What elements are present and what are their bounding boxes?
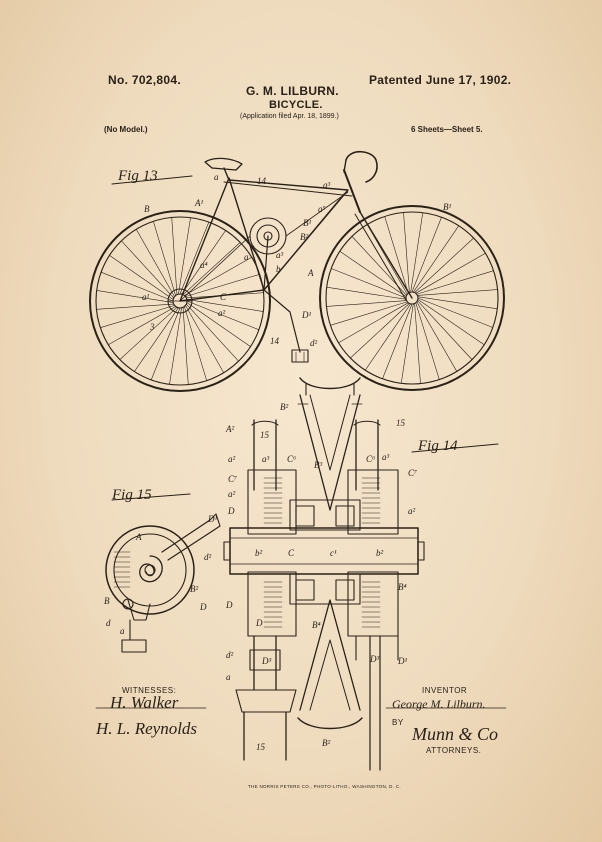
fig-14-label: Fig 14 <box>418 438 458 454</box>
patent-number: No. 702,804. <box>108 73 181 87</box>
attorney-signature: Munn & Co <box>411 724 498 744</box>
by-label: BY <box>392 718 404 727</box>
svg-text:B²: B² <box>280 402 288 412</box>
svg-text:C⁷: C⁷ <box>228 474 237 484</box>
patent-title: BICYCLE. <box>269 99 323 111</box>
svg-text:B³: B³ <box>314 460 322 470</box>
svg-text:a²: a² <box>228 489 236 499</box>
svg-text:14: 14 <box>257 176 267 186</box>
printer-credit: THE NORRIS PETERS CO., PHOTO-LITHO., WAS… <box>248 784 401 789</box>
svg-text:a²: a² <box>218 308 226 318</box>
svg-text:D: D <box>227 506 235 516</box>
svg-text:D¹: D¹ <box>397 656 407 666</box>
witness-2-signature: H. L. Reynolds <box>95 719 197 738</box>
witness-1-signature: H. Walker <box>109 693 179 712</box>
svg-text:B: B <box>144 204 150 214</box>
svg-text:a: a <box>214 172 219 182</box>
svg-text:15: 15 <box>396 418 406 428</box>
attorneys-label: ATTORNEYS. <box>426 746 482 755</box>
svg-text:A: A <box>135 532 142 542</box>
svg-text:d²: d² <box>226 650 234 660</box>
hub-section-drawing <box>223 377 499 771</box>
svg-text:d²: d² <box>204 552 212 562</box>
svg-text:15: 15 <box>260 430 270 440</box>
application-filed: (Application filed Apr. 18, 1899.) <box>240 113 339 120</box>
svg-text:d: d <box>106 618 111 628</box>
svg-text:B⁴: B⁴ <box>398 582 407 592</box>
sprocket-drawing <box>105 493 221 653</box>
sheet-info: 6 Sheets—Sheet 5. <box>411 125 483 134</box>
svg-text:a: a <box>120 626 125 636</box>
svg-text:3: 3 <box>149 322 155 332</box>
svg-text:D: D <box>225 600 233 610</box>
svg-text:a³: a³ <box>382 452 390 462</box>
svg-text:B²: B² <box>190 584 198 594</box>
svg-text:b²: b² <box>255 548 263 558</box>
svg-text:b²: b² <box>376 548 384 558</box>
svg-text:B: B <box>104 596 110 606</box>
svg-text:B⁴: B⁴ <box>312 620 321 630</box>
svg-text:C⁶: C⁶ <box>366 454 375 464</box>
svg-text:C: C <box>220 292 227 302</box>
svg-text:a²: a² <box>228 454 236 464</box>
svg-text:a⁴: a⁴ <box>200 260 208 270</box>
svg-text:a⁵: a⁵ <box>318 204 326 214</box>
inventor-signature: George M. Lilburn. <box>392 697 486 711</box>
svg-text:15: 15 <box>256 742 266 752</box>
witnesses-label: WITNESSES: <box>122 686 177 695</box>
svg-text:B²: B² <box>322 738 330 748</box>
svg-text:C: C <box>288 548 295 558</box>
svg-text:d²: d² <box>310 338 318 348</box>
svg-text:D: D <box>199 602 207 612</box>
inventor-label: INVENTOR <box>422 686 468 695</box>
svg-text:A²: A² <box>225 424 234 434</box>
svg-text:C⁷: C⁷ <box>408 468 417 478</box>
svg-text:a: a <box>226 672 231 682</box>
svg-text:B¹: B¹ <box>443 202 451 212</box>
svg-text:A: A <box>307 268 314 278</box>
svg-text:a¹: a¹ <box>142 292 150 302</box>
inventor-heading: G. M. LILBURN. <box>246 84 339 98</box>
svg-text:b: b <box>276 264 281 274</box>
svg-text:B²: B² <box>300 232 308 242</box>
svg-text:D¹: D¹ <box>301 310 311 320</box>
svg-text:D³: D³ <box>261 656 271 666</box>
svg-text:D³: D³ <box>369 654 379 664</box>
handwritten-signatures: H. Walker H. L. Reynolds George M. Lilbu… <box>95 693 498 744</box>
svg-text:a³: a³ <box>276 250 284 260</box>
patented-date: Patented June 17, 1902. <box>369 73 512 87</box>
svg-text:14: 14 <box>270 336 280 346</box>
svg-text:D¹: D¹ <box>207 514 217 524</box>
svg-text:a³: a³ <box>323 180 331 190</box>
model-note: (No Model.) <box>104 125 148 134</box>
svg-text:a: a <box>244 252 249 262</box>
bicycle-drawing <box>89 150 505 392</box>
svg-text:D: D <box>255 618 263 628</box>
svg-text:A¹: A¹ <box>194 198 203 208</box>
svg-text:a³: a³ <box>262 454 270 464</box>
svg-text:a²: a² <box>408 506 416 516</box>
svg-text:B¹: B¹ <box>303 218 311 228</box>
svg-text:C⁶: C⁶ <box>287 454 296 464</box>
svg-text:c¹: c¹ <box>330 548 337 558</box>
